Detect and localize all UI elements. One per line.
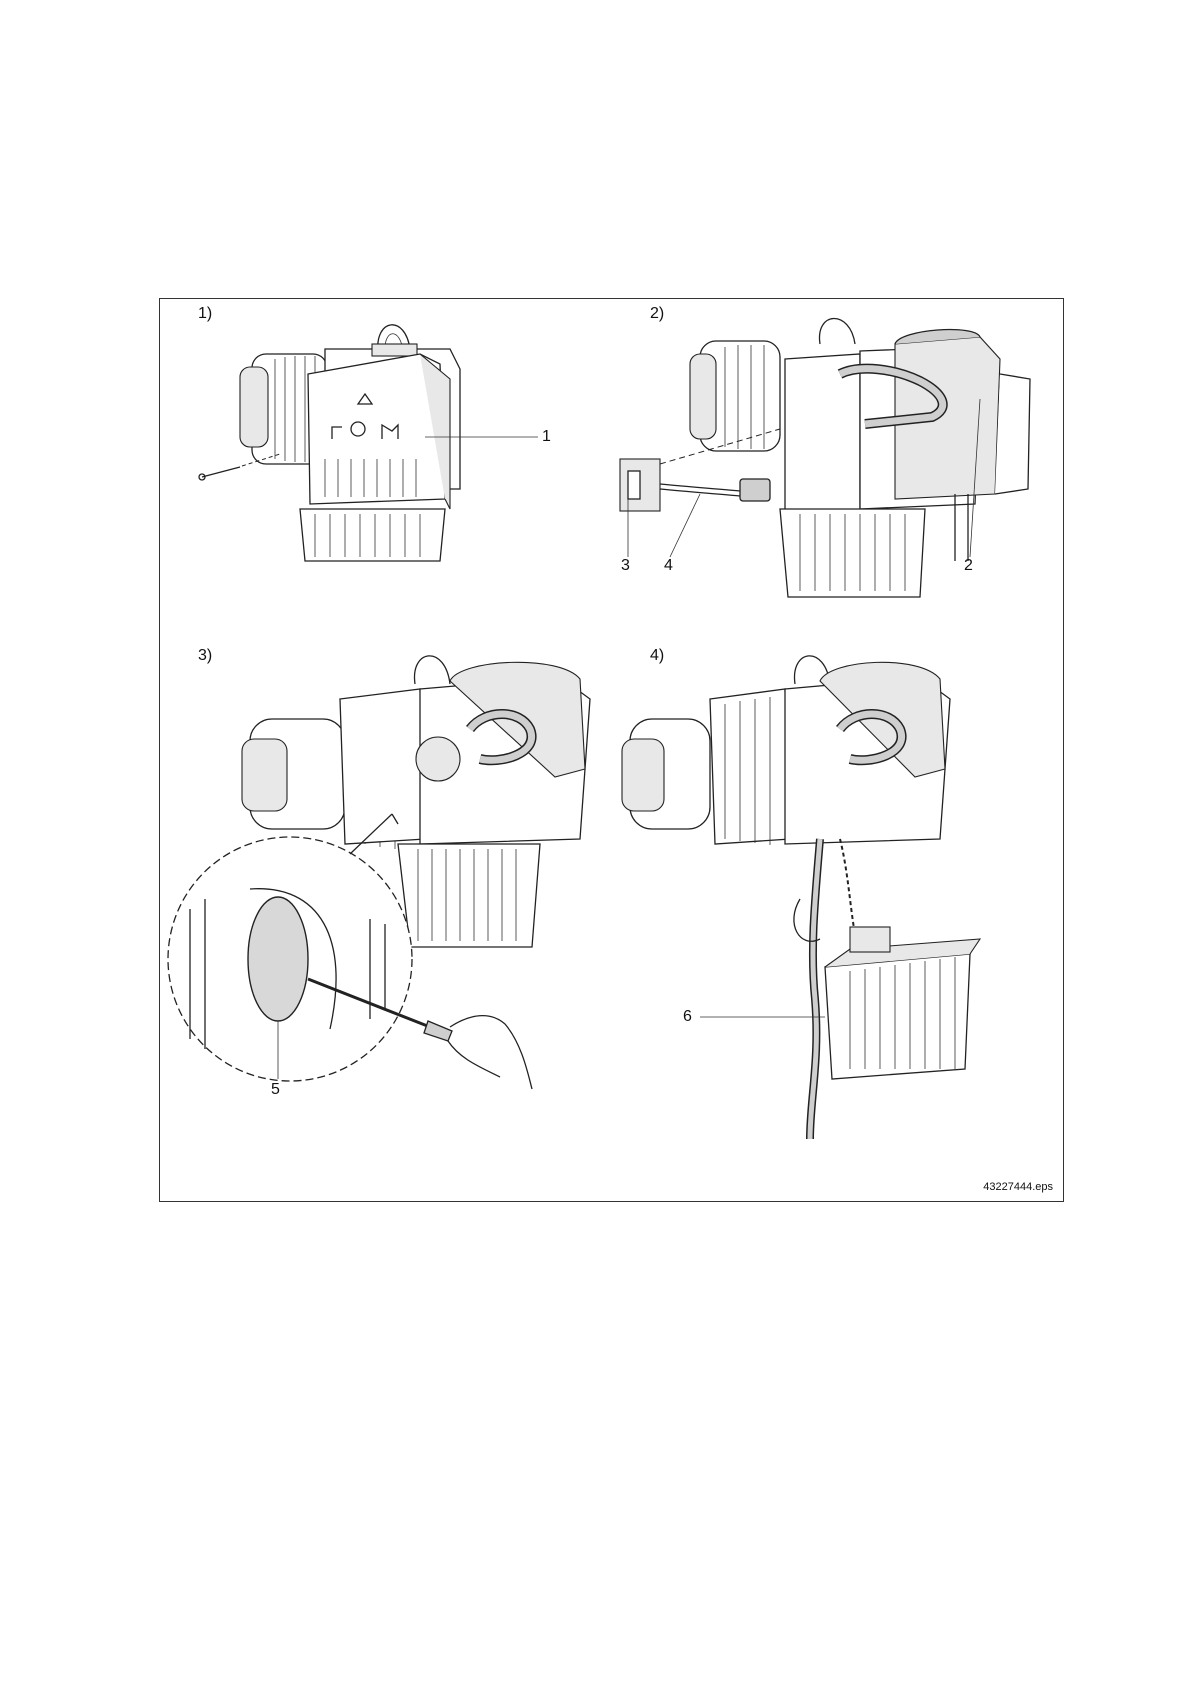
step-4-label: 4) xyxy=(650,647,664,665)
callout-4: 4 xyxy=(664,557,673,575)
callout-5: 5 xyxy=(271,1081,280,1099)
callout-1: 1 xyxy=(542,428,551,446)
callout-6: 6 xyxy=(683,1008,692,1026)
step-3-label: 3) xyxy=(198,647,212,665)
panel-3-hoist-drawing xyxy=(168,656,590,1089)
file-name-label: 43227444.eps xyxy=(983,1181,1053,1193)
hoist-illustration xyxy=(160,299,1065,1203)
panel-1-hoist-drawing xyxy=(199,325,538,561)
step-1-label: 1) xyxy=(198,305,212,323)
instruction-figure: 1) 2) 3) 4) 1 3 4 2 5 6 43227444.eps xyxy=(159,298,1064,1202)
callout-2: 2 xyxy=(964,557,973,575)
step-2-label: 2) xyxy=(650,305,664,323)
panel-4-hoist-drawing xyxy=(622,656,980,1139)
panel-2-hoist-drawing xyxy=(620,318,1030,597)
callout-3: 3 xyxy=(621,557,630,575)
